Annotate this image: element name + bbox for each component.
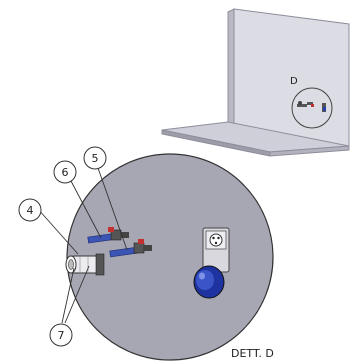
upper-valve-assembly bbox=[87, 227, 129, 244]
svg-text:7: 7 bbox=[58, 329, 65, 342]
hose-connector-icon bbox=[65, 253, 105, 276]
callout-4: 4 bbox=[18, 198, 42, 222]
detail-circle-marker bbox=[291, 87, 333, 129]
floor-side bbox=[269, 145, 350, 157]
wall-assembly: D bbox=[161, 8, 350, 157]
ball-valve-icon bbox=[108, 227, 114, 232]
callouts bbox=[37, 167, 128, 324]
detail-caption: DETT. D bbox=[231, 347, 274, 360]
lower-valve-assembly bbox=[109, 239, 152, 258]
industrial-socket-icon bbox=[193, 227, 230, 299]
svg-text:4: 4 bbox=[27, 204, 34, 217]
callout-5: 5 bbox=[83, 146, 107, 170]
mini-components bbox=[297, 101, 326, 112]
detail-marker-label: D bbox=[290, 76, 298, 87]
back-panel-edge bbox=[227, 8, 235, 135]
callout-6: 6 bbox=[53, 160, 77, 184]
svg-text:6: 6 bbox=[62, 166, 69, 179]
callout-7: 7 bbox=[49, 323, 73, 347]
detail-view: DETT. D bbox=[65, 153, 274, 361]
detail-circle bbox=[66, 153, 274, 361]
svg-text:5: 5 bbox=[92, 152, 99, 165]
